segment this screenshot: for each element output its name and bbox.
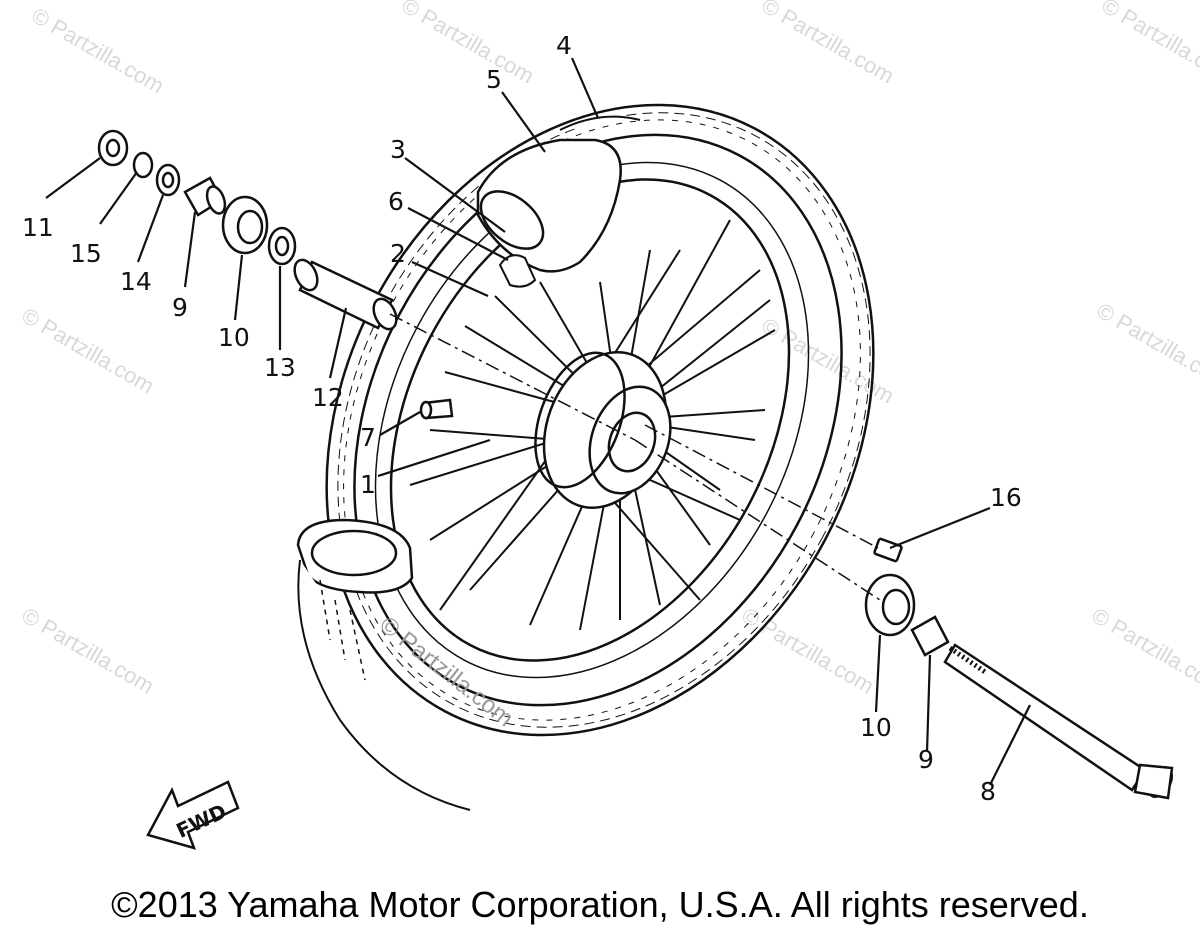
part-7-valve [419,398,454,420]
watermark: © Partzilla.com [1098,0,1200,88]
callout-14: 14 [120,267,152,296]
callouts: 11 15 14 9 10 13 12 7 1 2 6 3 5 4 16 10 … [22,31,1022,806]
part-14-washer [155,163,181,197]
callout-8: 8 [980,777,996,806]
watermark: © Partzilla.com [18,303,159,399]
part-10-bearing [221,195,269,255]
watermark: © Partzilla.com [28,3,169,99]
callout-12: 12 [312,383,344,412]
hub [534,351,672,509]
callout-2: 2 [390,239,406,268]
watermark: © Partzilla.com [1088,603,1200,699]
part-9-spacer [183,176,227,217]
callout-9: 9 [172,293,188,322]
callout-10: 10 [218,323,250,352]
callout-13: 13 [264,353,296,382]
callout-3: 3 [390,135,406,164]
part-11-nut [97,129,129,167]
part-9-spacer-right [910,615,950,657]
watermark: © Partzilla.com [398,0,539,88]
watermark: © Partzilla.com [758,313,899,409]
callout-11: 11 [22,213,54,242]
assembly-axis-lines [389,313,881,601]
part-15-washer [132,151,154,179]
part-10-bearing-right [864,573,916,637]
callout-5: 5 [486,65,502,94]
leader-lines [45,57,1031,786]
tire-cutaway [296,518,471,811]
callout-16: 16 [990,483,1022,512]
part-13-seal [267,226,297,266]
callout-6: 6 [388,187,404,216]
watermark: © Partzilla.com [738,603,879,699]
callout-7: 7 [360,423,376,452]
callout-1: 1 [360,470,376,499]
part-16-bolt [873,537,903,563]
inner-tube [476,115,641,273]
callout-10-right: 10 [860,713,892,742]
callout-4: 4 [556,31,572,60]
callout-15: 15 [70,239,102,268]
watermark: © Partzilla.com [18,603,159,699]
fwd-arrow-icon: FWD [146,780,240,850]
rim-band [498,254,537,288]
watermark: © Partzilla.com [1093,298,1200,394]
callout-9-right: 9 [918,745,934,774]
watermark: © Partzilla.com [758,0,899,88]
copyright-notice: ©2013 Yamaha Motor Corporation, U.S.A. A… [111,884,1089,925]
part-8-axle [943,643,1174,800]
part-12-collar [293,258,398,331]
